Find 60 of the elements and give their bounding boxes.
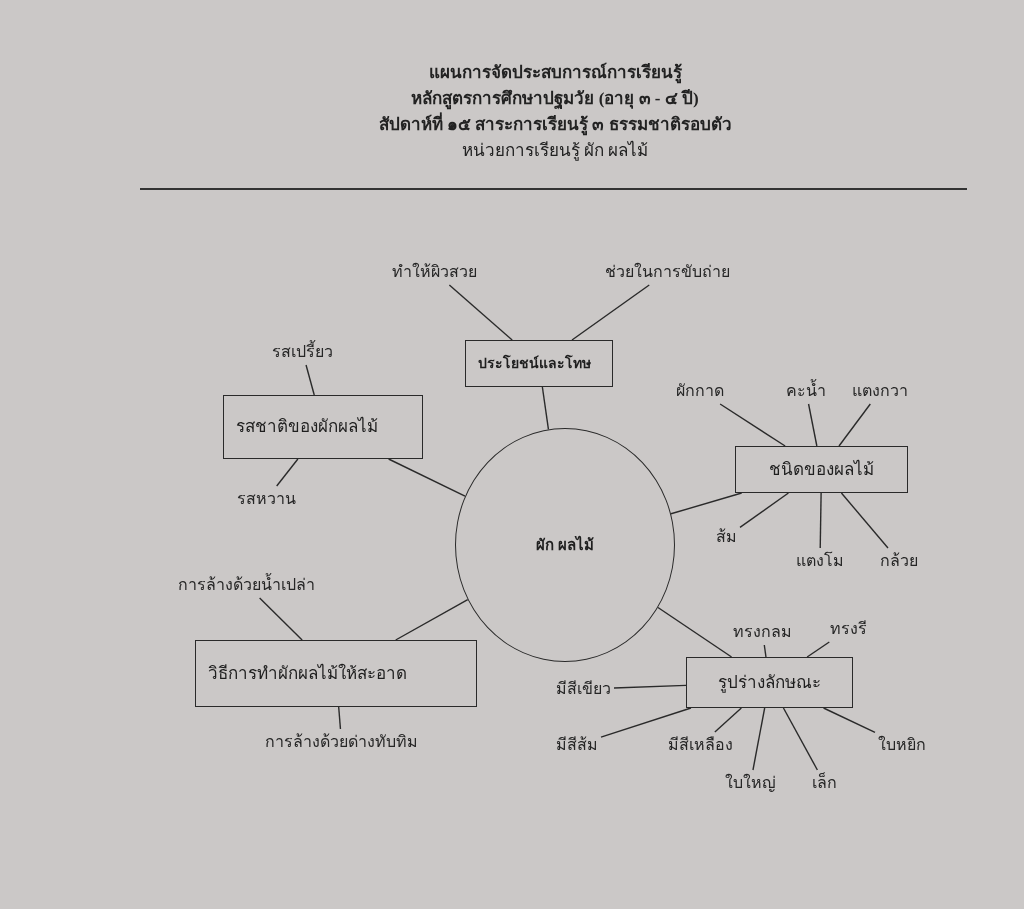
connector-line [806, 641, 830, 658]
leaf-label: ใบหยิก [878, 735, 926, 755]
category-text: วิธีการทำผักผลไม้ให้สะอาด [208, 662, 407, 685]
leaf-label: การล้างด้วยด่างทับทิม [265, 732, 418, 752]
connector-line [838, 403, 871, 447]
leaf-label: ทรงรี [830, 619, 867, 639]
subtitle-line: สัปดาห์ที่ ๑๕ สาระการเรียนรู้ ๓ ธรรมชาติรอบตัว [378, 112, 732, 138]
connector-line [541, 386, 550, 431]
connector-line [305, 364, 315, 396]
category-text: ประโยชน์และโทษ [478, 353, 591, 373]
leaf-label: แตงโม [796, 551, 844, 571]
category-box [195, 640, 477, 707]
connector-line [819, 492, 822, 549]
connector-line [807, 403, 818, 447]
leaf-label: มีสีเขียว [556, 679, 611, 699]
connector-line [670, 492, 743, 515]
leaf-label: การล้างด้วยน้ำเปล่า [178, 575, 315, 595]
category-box [223, 395, 423, 459]
connector-line [600, 707, 692, 738]
leaf-label: ผักกาด [676, 381, 724, 401]
connector-line [763, 644, 767, 658]
leaf-label: แตงกวา [852, 381, 908, 401]
leaf-label: มีสีเหลือง [668, 735, 733, 755]
connector-line [571, 284, 650, 341]
category-box [465, 340, 613, 387]
title: แผนการจัดประสบการณ์การเรียนรู้ [428, 61, 682, 86]
leaf-label: ทำให้ผิวสวย [392, 262, 477, 282]
connector-line [395, 598, 469, 641]
connector-line [448, 284, 513, 341]
connector-line [752, 707, 766, 771]
central-topic-text: ผัก ผลไม้ [536, 534, 594, 555]
leaf-label: ใบใหญ่ [725, 773, 776, 793]
leaf-label: รสหวาน [237, 489, 296, 509]
connector-line [276, 458, 299, 487]
category-box [686, 657, 853, 708]
subtitle-line: หน่วยการเรียนรู้ ผัก ผลไม้ [461, 139, 649, 163]
category-text: ชนิดของผลไม้ [769, 458, 874, 481]
connector-line [387, 458, 466, 497]
leaf-label: คะน้ำ [786, 381, 826, 401]
leaf-label: เล็ก [812, 773, 837, 793]
connector-line [714, 707, 743, 733]
category-text: รสชาติของผักผลไม้ [236, 415, 378, 439]
connector-line [338, 706, 342, 730]
connector-line [613, 684, 687, 689]
leaf-label: รสเปรี้ยว [272, 342, 333, 362]
connector-line [657, 606, 733, 658]
leaf-label: ทรงกลม [733, 622, 792, 642]
subtitle-line: หลักสูตรการศึกษาปฐมวัย (อายุ ๓ - ๔ ปี) [411, 88, 699, 112]
connector-line [822, 707, 876, 733]
connector-line [739, 492, 790, 529]
leaf-label: ส้ม [716, 527, 737, 547]
connector-line [258, 597, 303, 641]
connector-line [782, 707, 819, 771]
leaf-label: ช่วยในการขับถ่าย [605, 262, 730, 282]
leaf-label: มีสีส้ม [556, 735, 598, 755]
category-box [735, 446, 908, 493]
leaf-label: กล้วย [880, 551, 918, 571]
connector-line [840, 492, 889, 549]
category-text: รูปร่างลักษณะ [718, 671, 821, 695]
connector-line [719, 403, 786, 447]
